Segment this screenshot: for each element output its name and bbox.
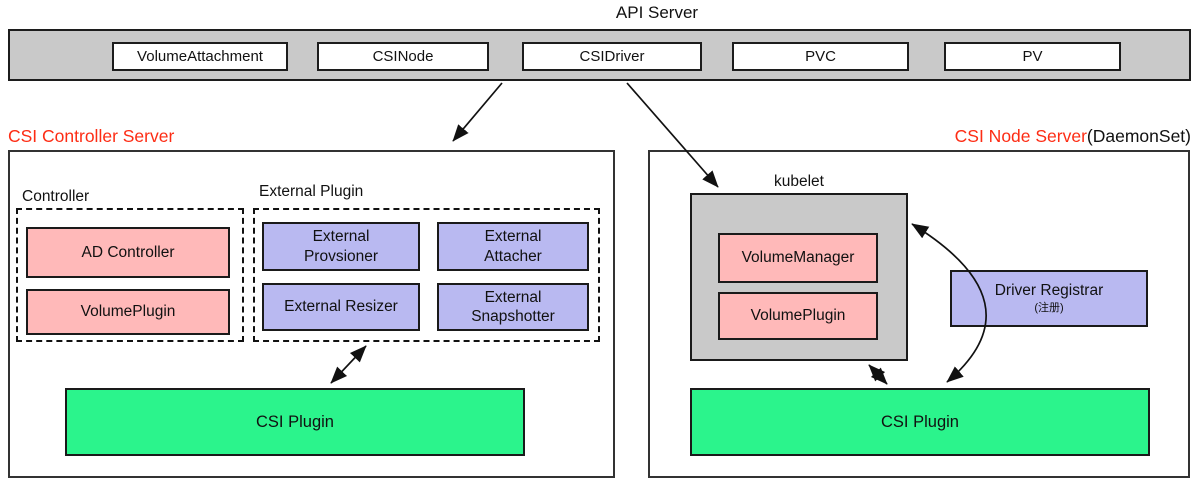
resource-box-volumeattachment: VolumeAttachment <box>112 42 288 71</box>
external-attacher-line2: Attacher <box>484 247 542 265</box>
external-attacher-box: External Attacher <box>437 222 589 271</box>
controller-dashed-group <box>16 208 244 342</box>
volumeplugin-box-kubelet: VolumePlugin <box>718 292 878 340</box>
external-plugin-dashed-group <box>253 208 600 342</box>
external-snapshotter-box: External Snapshotter <box>437 283 589 331</box>
external-attacher-line1: External <box>484 228 542 246</box>
external-provisioner-line1: External <box>312 228 370 246</box>
resource-box-pv: PV <box>944 42 1121 71</box>
controller-group-label: Controller <box>22 188 90 205</box>
volumeplugin-box-controller: VolumePlugin <box>26 289 230 335</box>
driver-registrar-line1: Driver Registrar <box>994 282 1104 300</box>
resource-box-csinode: CSINode <box>317 42 489 71</box>
resource-box-csidriver: CSIDriver <box>522 42 702 71</box>
driver-registrar-box: Driver Registrar (注册) <box>950 270 1148 327</box>
csi-plugin-box-controller: CSI Plugin <box>65 388 525 456</box>
csi-node-server-title-red: CSI Node Server <box>954 126 1087 146</box>
csi-plugin-box-node: CSI Plugin <box>690 388 1150 456</box>
csi-node-server-title: CSI Node Server(DaemonSet) <box>955 126 1191 147</box>
arrow-apiserver-to-controller-server <box>452 82 503 142</box>
external-resizer-box: External Resizer <box>262 283 420 331</box>
external-plugin-group-label: External Plugin <box>259 183 364 200</box>
csi-node-server-title-suffix: (DaemonSet) <box>1086 126 1191 146</box>
driver-registrar-line2: (注册) <box>1034 301 1064 314</box>
external-provisioner-box: External Provsioner <box>262 222 420 271</box>
kubelet-label: kubelet <box>774 173 824 190</box>
api-server-title: API Server <box>615 3 699 22</box>
api-server-bar: VolumeAttachment CSINode CSIDriver PVC P… <box>8 29 1191 81</box>
external-provisioner-line2: Provsioner <box>303 247 379 265</box>
csi-controller-server-title: CSI Controller Server <box>8 126 175 146</box>
volumemanager-box: VolumeManager <box>718 233 878 283</box>
resource-box-pvc: PVC <box>732 42 909 71</box>
external-snapshotter-line1: External <box>484 288 542 306</box>
external-snapshotter-line2: Snapshotter <box>471 308 555 325</box>
external-resizer-line1: External Resizer <box>284 298 398 316</box>
ad-controller-box: AD Controller <box>26 227 230 278</box>
